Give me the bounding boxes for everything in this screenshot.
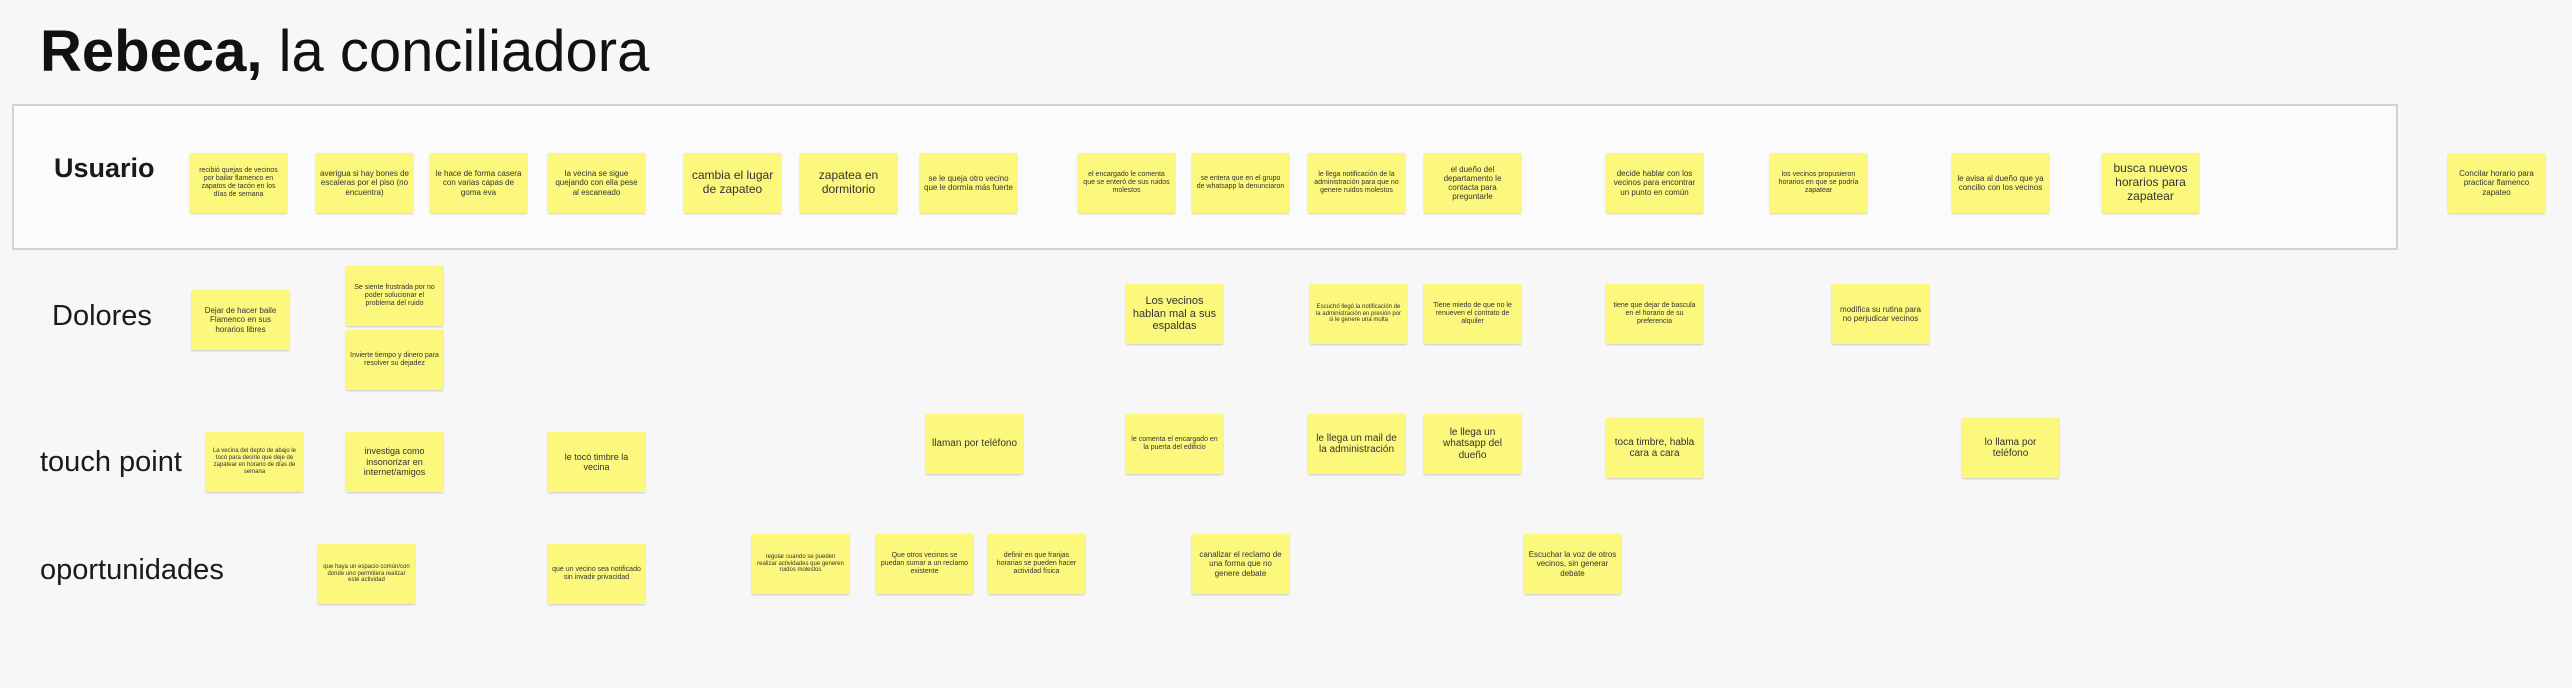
sticky-note-dolor[interactable]: Los vecinos hablan mal a sus espaldas	[1126, 284, 1223, 344]
sticky-note-touch-point[interactable]: toca timbre, habla cara a cara	[1606, 418, 1703, 478]
sticky-note-usuario[interactable]: le hace de forma casera con varias capas…	[430, 153, 527, 213]
row-label-usuario: Usuario	[54, 153, 155, 183]
page-title: Rebeca, la conciliadora	[40, 19, 650, 84]
sticky-note-oportunidad[interactable]: definir en que franjas horarias se puede…	[988, 534, 1085, 594]
sticky-note-oportunidad[interactable]: Escuchar la voz de otros vecinos, sin ge…	[1524, 534, 1621, 594]
sticky-note-oportunidad[interactable]: regular cuando se pueden realizar activi…	[752, 534, 849, 594]
sticky-note-usuario[interactable]: los vecinos propusieron horarios en que …	[1770, 153, 1867, 213]
sticky-note-usuario[interactable]: busca nuevos horarios para zapatear	[2102, 153, 2199, 213]
sticky-note-usuario[interactable]: el encargado le comenta que se enteró de…	[1078, 153, 1175, 213]
sticky-note-dolor[interactable]: Invierte tiempo y dinero para resolver s…	[346, 330, 443, 390]
row-label-dolores: Dolores	[52, 300, 152, 332]
sticky-note-usuario[interactable]: se le queja otro vecino que le dormía má…	[920, 153, 1017, 213]
sticky-note-usuario[interactable]: se entera que en el grupo de whatsapp la…	[1192, 153, 1289, 213]
sticky-note-usuario[interactable]: recibió quejas de vecinos por bailar fla…	[190, 153, 287, 213]
sticky-note-usuario[interactable]: cambia el lugar de zapateo	[684, 153, 781, 213]
sticky-note-usuario[interactable]: el dueño del departamento le contacta pa…	[1424, 153, 1521, 213]
sticky-note-oportunidad[interactable]: Que otros vecinos se puedan sumar a un r…	[876, 534, 973, 594]
sticky-note-usuario[interactable]: le avisa al dueño que ya concilio con lo…	[1952, 153, 2049, 213]
sticky-note-usuario[interactable]: Concilar horario para practicar flamenco…	[2448, 153, 2545, 213]
sticky-note-touch-point[interactable]: lo llama por teléfono	[1962, 418, 2059, 478]
sticky-note-touch-point[interactable]: investiga como insonorizar en internet/a…	[346, 432, 443, 492]
sticky-note-usuario[interactable]: le llega notificación de la administraci…	[1308, 153, 1405, 213]
sticky-note-usuario[interactable]: averigua si hay bones de escaleras por e…	[316, 153, 413, 213]
sticky-note-dolor[interactable]: tiene que dejar de bascula en el horario…	[1606, 284, 1703, 344]
sticky-note-dolor[interactable]: modifica su rutina para no perjudicar ve…	[1832, 284, 1929, 344]
row-label-oportunidades: oportunidades	[40, 554, 224, 586]
sticky-note-usuario[interactable]: zapatea en dormitorio	[800, 153, 897, 213]
sticky-note-oportunidad[interactable]: canalizar el reclamo de una forma que no…	[1192, 534, 1289, 594]
sticky-note-dolor[interactable]: Dejar de hacer baile Flamenco en sus hor…	[192, 290, 289, 350]
row-label-touch-point: touch point	[40, 446, 182, 478]
sticky-note-usuario[interactable]: la vecina se sigue quejando con ella pes…	[548, 153, 645, 213]
sticky-note-dolor[interactable]: Tiene miedo de que no le renueven el con…	[1424, 284, 1521, 344]
sticky-note-touch-point[interactable]: le llega un mail de la administración	[1308, 414, 1405, 474]
sticky-note-usuario[interactable]: decide hablar con los vecinos para encon…	[1606, 153, 1703, 213]
sticky-note-oportunidad[interactable]: que un vecino sea notificado sin invadir…	[548, 544, 645, 604]
sticky-note-touch-point[interactable]: llaman por teléfono	[926, 414, 1023, 474]
sticky-note-dolor[interactable]: Escuchó llegó la notificación de la admi…	[1310, 284, 1407, 344]
sticky-note-touch-point[interactable]: le tocó timbre la vecina	[548, 432, 645, 492]
sticky-note-dolor[interactable]: Se siente frustrada por no poder solucio…	[346, 266, 443, 326]
sticky-note-touch-point[interactable]: La vecina del depto de abajo le tocó par…	[206, 432, 303, 492]
sticky-note-touch-point[interactable]: le comenta el encargado en la puerta del…	[1126, 414, 1223, 474]
sticky-note-touch-point[interactable]: le llega un whatsapp del dueño	[1424, 414, 1521, 474]
sticky-note-oportunidad[interactable]: que haya un espacio común/con donde uno …	[318, 544, 415, 604]
